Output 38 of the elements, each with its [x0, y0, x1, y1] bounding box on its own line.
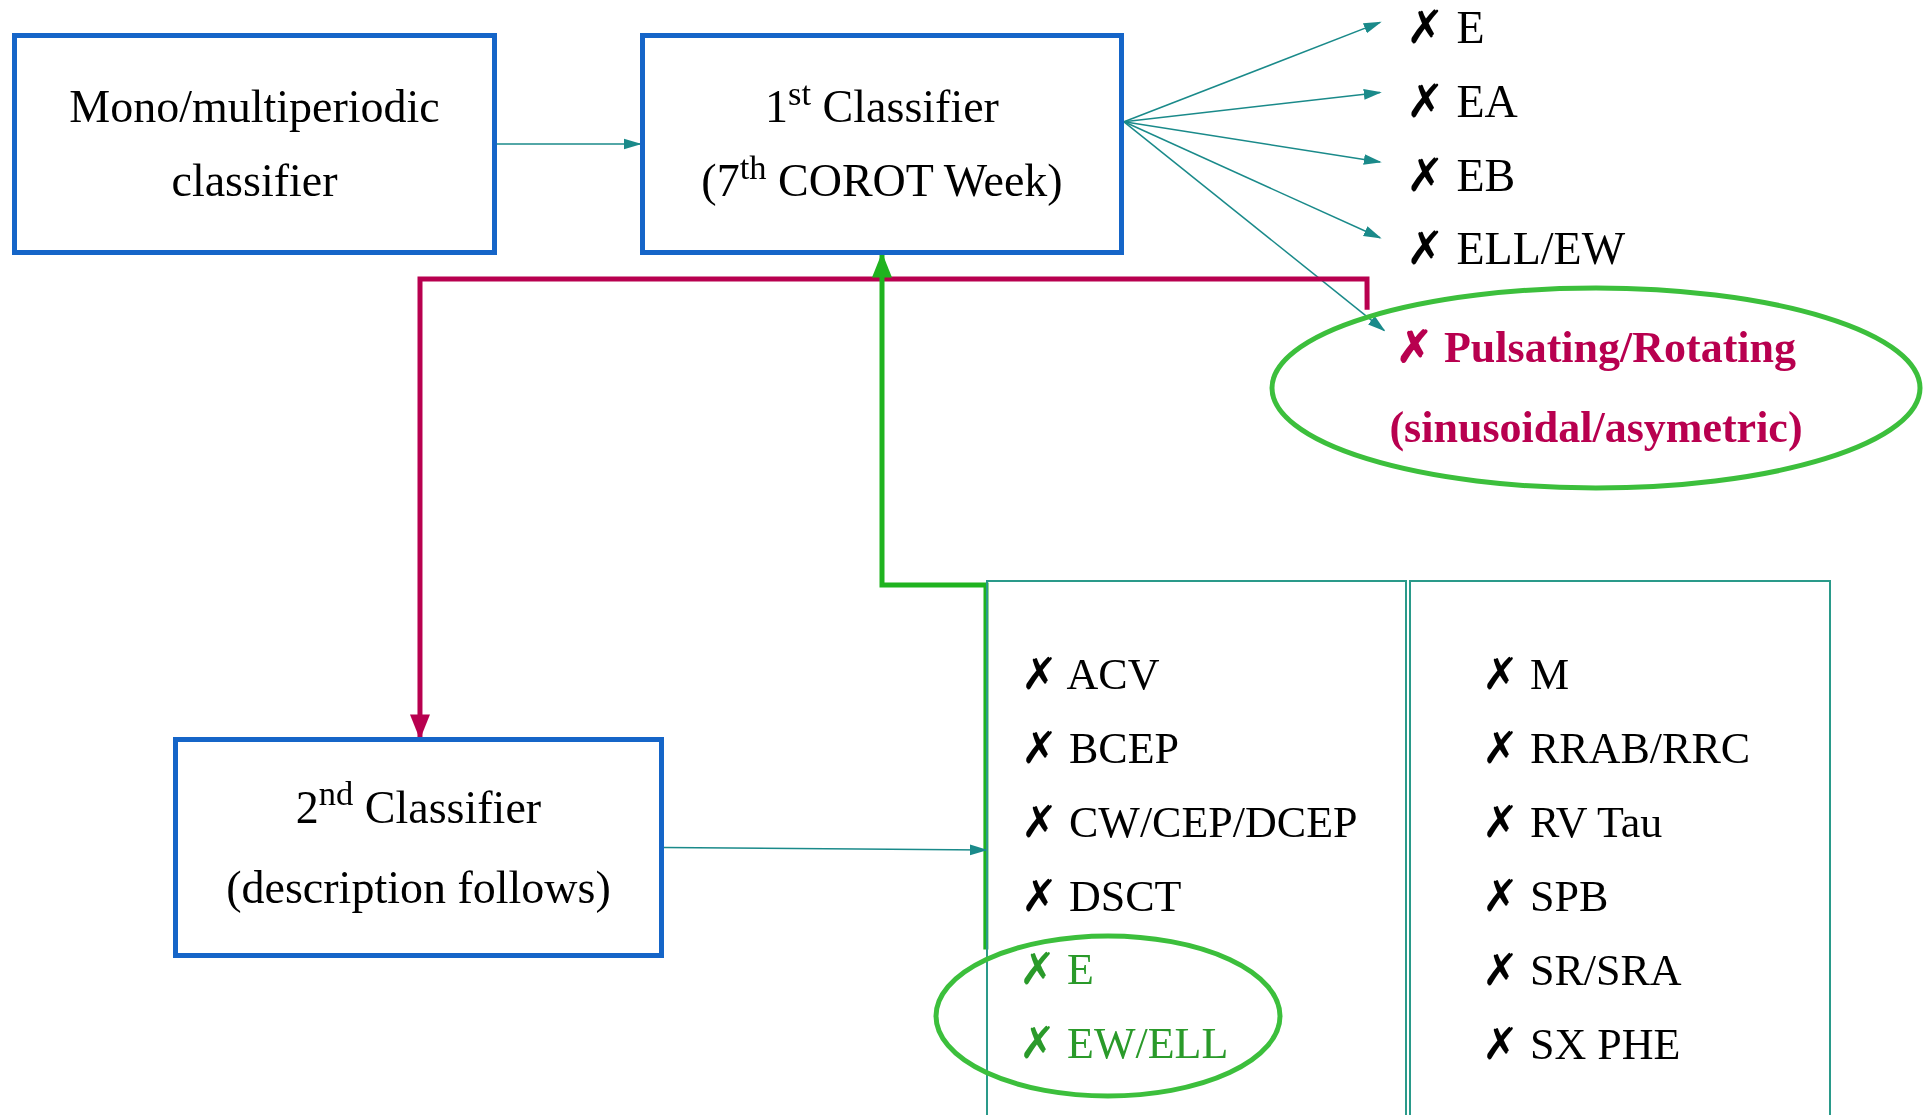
- class-list-panel: [986, 580, 1407, 1115]
- class-label: ✗ SPB: [1482, 871, 1610, 923]
- class-label: ✗ SX PHE: [1482, 1019, 1682, 1071]
- class-label: ✗ BCEP: [1021, 723, 1181, 775]
- class-label: 1$^{st}$ Classifier: [765, 72, 999, 134]
- arrow: [409, 276, 1370, 740]
- class-label: Mono/multiperiodic classifier: [68, 80, 441, 208]
- class-label: ✗ ACV: [1021, 649, 1161, 701]
- arrow: [496, 138, 642, 150]
- class-label: ✗ ELL/EW: [1406, 222, 1627, 276]
- arrow: [872, 252, 989, 950]
- class-label: (7$^{th}$ COROT Week): [701, 146, 1063, 208]
- class-label: ✗ M: [1482, 649, 1571, 701]
- class-list-panel: [1409, 580, 1831, 1115]
- class-label: ✗ Pulsating/Rotating: [1395, 322, 1796, 374]
- class-label: ✗ SR/SRA: [1482, 945, 1683, 997]
- class-label: (sinusoidal/asymetric): [1389, 402, 1803, 454]
- classifier-box: [173, 737, 664, 958]
- class-label: ✗ RV Tau: [1482, 797, 1664, 849]
- class-label: 2$^{nd}$ Classifier: [295, 773, 542, 835]
- class-label: (description follows): [226, 860, 611, 915]
- class-label: ✗ E: [1406, 1, 1486, 55]
- class-label: ✗ EW/ELL: [1019, 1018, 1230, 1070]
- class-label: ✗ DSCT: [1021, 871, 1183, 923]
- highlight-ellipse: [1269, 285, 1923, 491]
- arrow: [1123, 121, 1386, 332]
- arrow: [1123, 121, 1382, 165]
- arrow: [1123, 121, 1382, 239]
- class-label: ✗ EA: [1406, 75, 1519, 129]
- class-label: ✗ EB: [1406, 149, 1517, 203]
- arrow: [663, 844, 988, 856]
- highlight-ellipse: [933, 933, 1283, 1099]
- class-label: ✗ RRAB/RRC: [1482, 723, 1752, 775]
- class-label: ✗ E: [1019, 944, 1095, 996]
- class-label: ✗ CW/CEP/DCEP: [1021, 797, 1359, 849]
- arrow: [1123, 21, 1382, 123]
- classifier-box: [640, 33, 1124, 255]
- classifier-box: [12, 33, 497, 255]
